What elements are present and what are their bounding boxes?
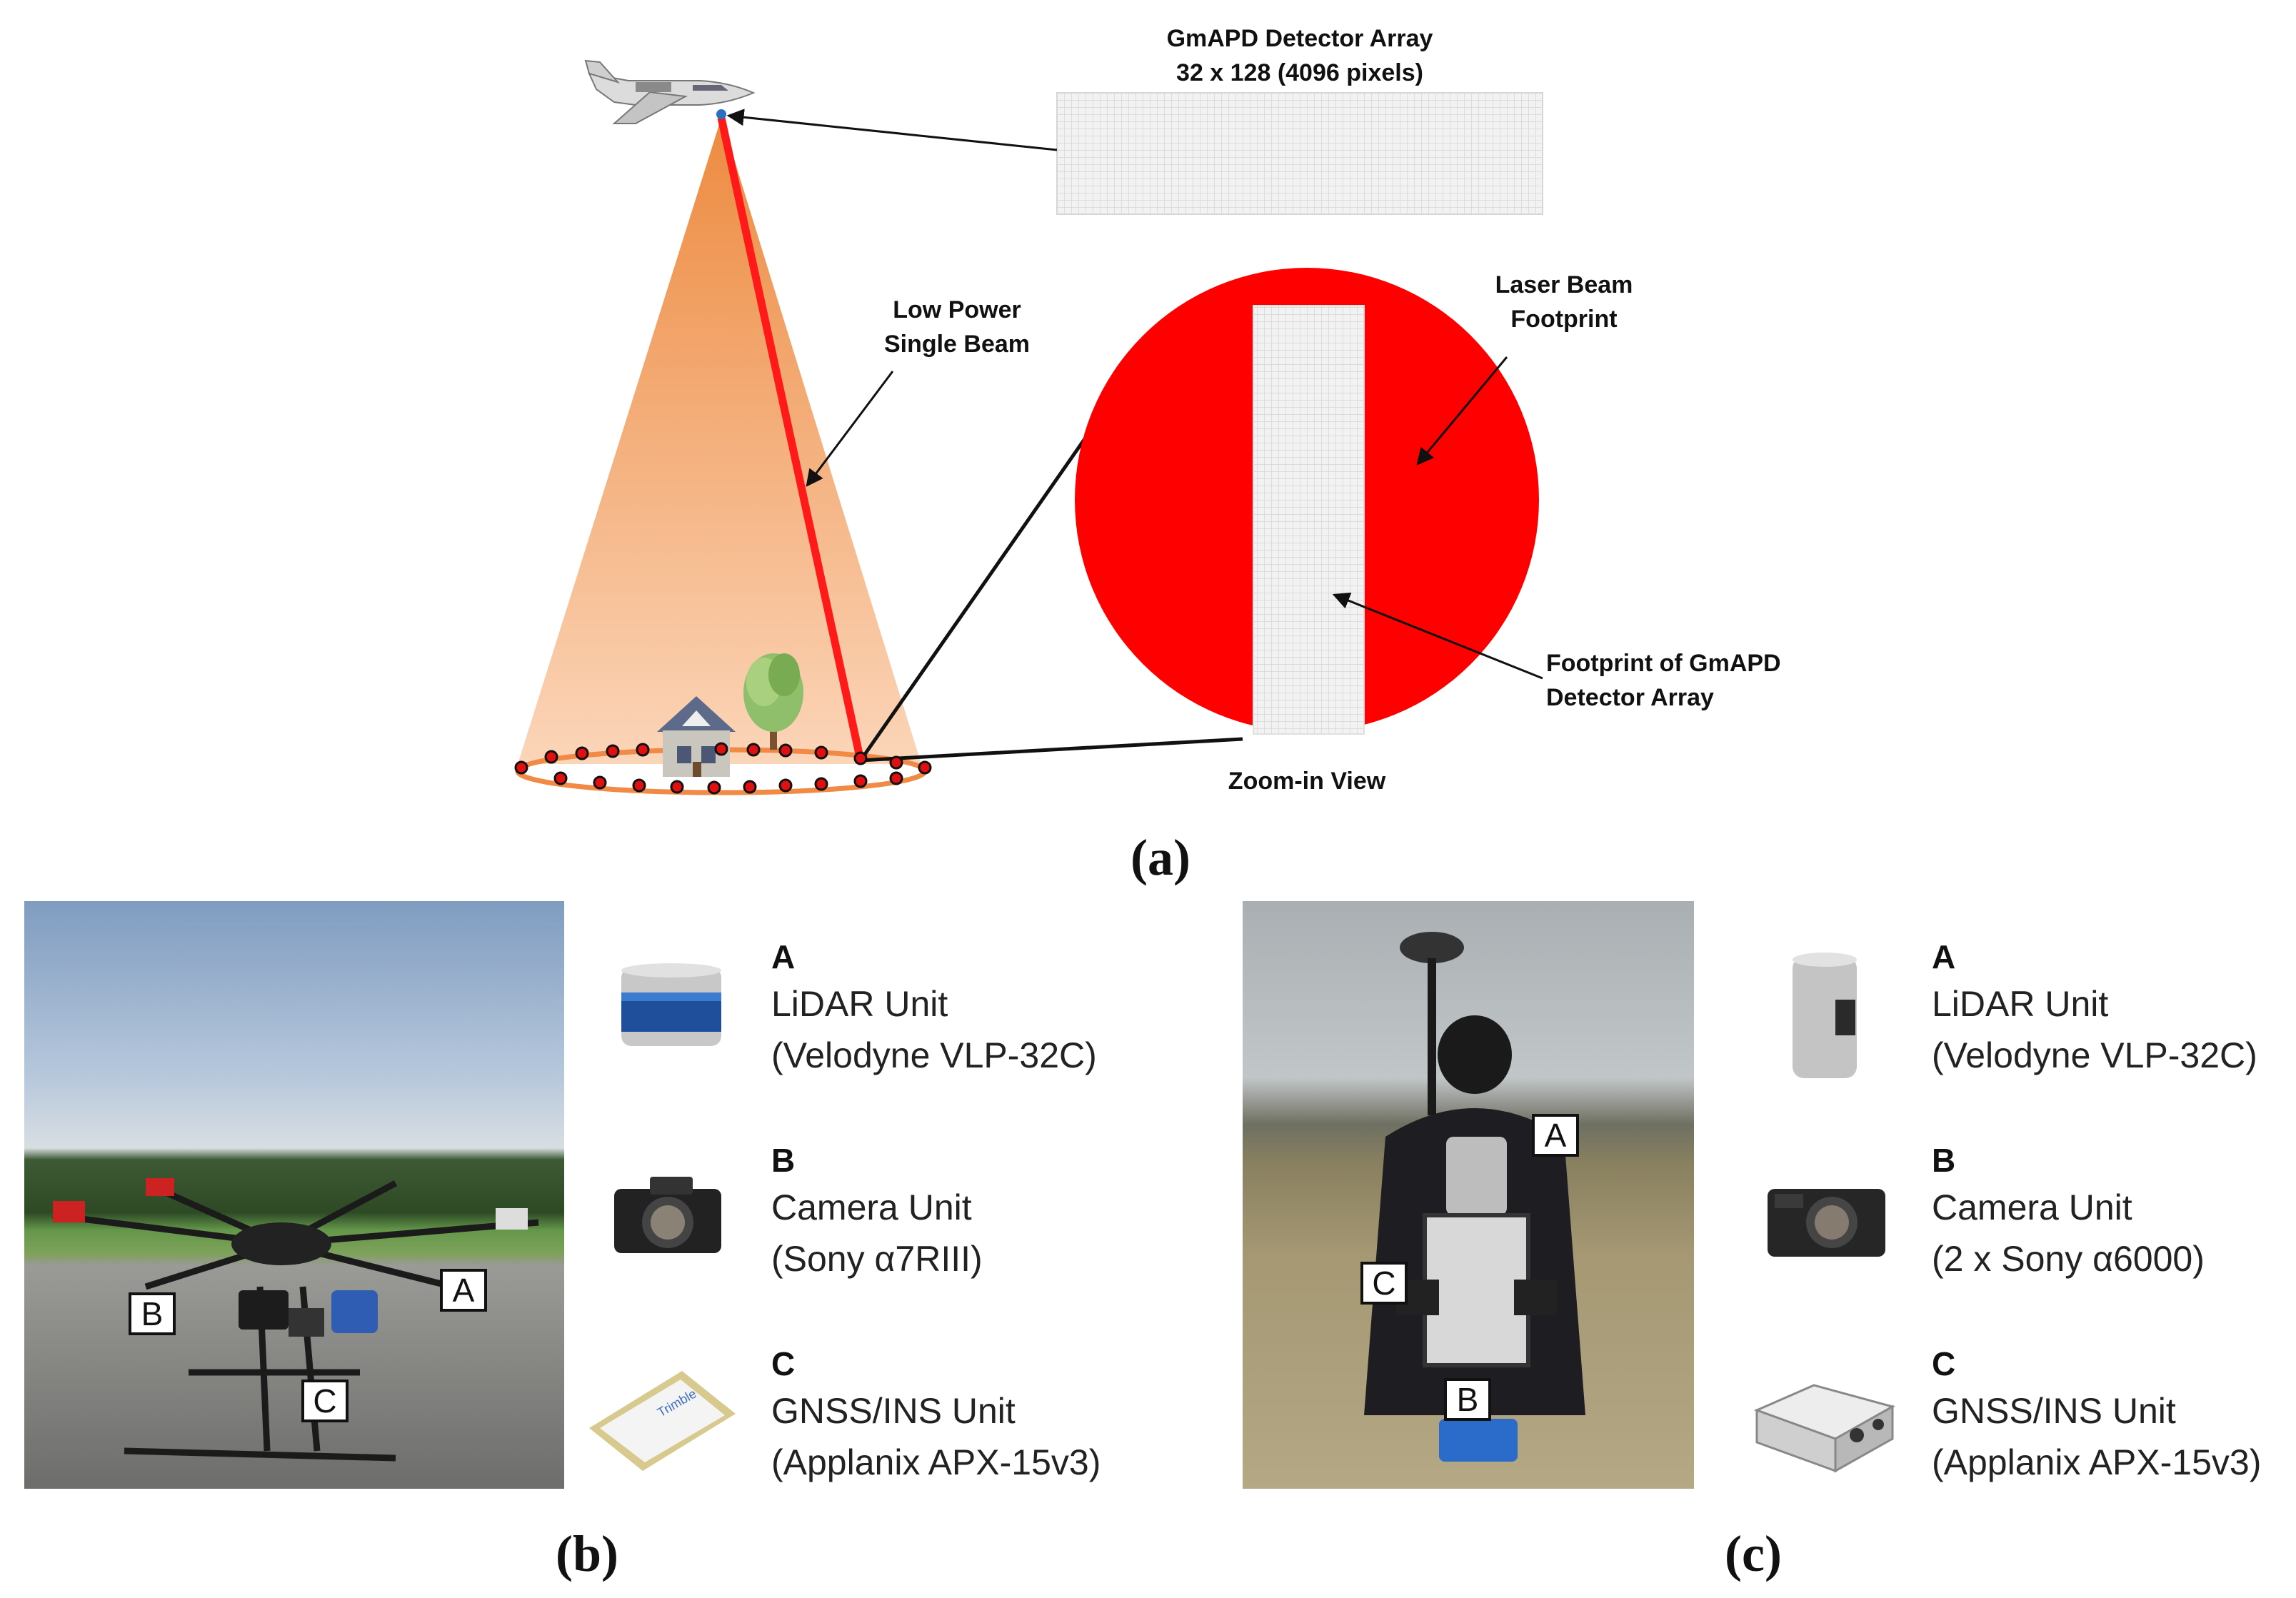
footprint-label-line2: Footprint: [1510, 306, 1618, 333]
backpack-tag-c: C: [1360, 1262, 1408, 1305]
detector-pointer: [726, 109, 1058, 151]
legend-c-b-letter: B: [1932, 1142, 1956, 1179]
sensor-point: [716, 109, 726, 119]
array-footprint-line2: Detector Array: [1546, 684, 1714, 711]
drone-photo: A B C: [24, 901, 564, 1489]
caption-a: (a): [1131, 829, 1190, 886]
single-beam-line: [717, 116, 865, 762]
beam-label-arrow: [806, 371, 894, 487]
zoom-line-lower: [860, 737, 1243, 763]
footprint-label-line1: Laser Beam: [1495, 271, 1633, 298]
legend-b-a-letter: A: [771, 938, 796, 975]
drone-tag-c: C: [301, 1380, 349, 1422]
detector-array-grid: [1056, 92, 1543, 215]
legend-c-a-letter: A: [1932, 938, 1956, 975]
legend-c-a-line1: LiDAR Unit: [1932, 984, 2109, 1024]
legend-c-b-line2: (2 x Sony α6000): [1932, 1239, 2205, 1279]
legend-b-a-line1: LiDAR Unit: [771, 984, 948, 1024]
panel-a-diagram: [514, 59, 1543, 795]
gnss-board-icon: Trimble: [575, 1357, 746, 1485]
backpack-photo: A B C: [1243, 901, 1694, 1489]
legend-b-c-line1: GNSS/INS Unit: [771, 1391, 1016, 1431]
caption-c: (c): [1725, 1525, 1782, 1582]
legend-b-b-line1: Camera Unit: [771, 1187, 972, 1227]
legend-c-c-line1: GNSS/INS Unit: [1932, 1391, 2176, 1431]
legend-b-c-line2: (Applanix APX-15v3): [771, 1442, 1101, 1482]
lidar-unit-icon: [1785, 950, 1864, 1085]
legend-c-a-line2: (Velodyne VLP-32C): [1932, 1035, 2257, 1075]
backpack-tag-a: A: [1532, 1114, 1579, 1157]
scan-cone: [518, 118, 921, 764]
detector-title: GmAPD Detector Array: [1166, 25, 1433, 52]
beam-label-line1: Low Power: [893, 296, 1021, 323]
array-footprint-line1: Footprint of GmAPD: [1546, 650, 1781, 677]
legend-b-a-line2: (Velodyne VLP-32C): [771, 1035, 1097, 1075]
camera-icon: [1764, 1178, 1889, 1260]
legend-b-c-letter: C: [771, 1345, 796, 1382]
drone-tag-b: B: [129, 1292, 176, 1335]
drone-tag-a: A: [440, 1269, 487, 1312]
beam-label-line2: Single Beam: [883, 331, 1031, 358]
drone-lidar: [331, 1290, 378, 1333]
gnss-board-icon: [1750, 1367, 1900, 1474]
array-footprint-rect: [1253, 305, 1365, 735]
lidar-unit-icon: [614, 960, 728, 1057]
footprint-label-arrow: [1416, 356, 1508, 466]
zoom-label: Zoom-in View: [1228, 768, 1386, 795]
backpack-illustration: [1364, 932, 1585, 1462]
caption-b: (b): [556, 1525, 618, 1582]
legend-c-b-line1: Camera Unit: [1932, 1187, 2132, 1227]
backpack-lidar: [1446, 1137, 1507, 1215]
legend-b-b-letter: B: [771, 1142, 796, 1179]
legend-b-b-line2: (Sony α7RIII): [771, 1239, 983, 1279]
scan-points: [514, 742, 932, 795]
drone-illustration: [52, 1178, 539, 1462]
tree-icon: [743, 653, 803, 750]
detector-subtitle: 32 x 128 (4096 pixels): [1176, 59, 1423, 86]
array-footprint-arrow: [1332, 592, 1543, 680]
airplane-icon: [584, 59, 756, 124]
legend-c-c-line2: (Applanix APX-15v3): [1932, 1442, 2262, 1482]
backpack-tag-b: B: [1444, 1378, 1491, 1421]
camera-icon: [611, 1171, 725, 1257]
drone-gnss: [289, 1308, 324, 1337]
legend-c-c-letter: C: [1932, 1345, 1956, 1382]
zoom-line-upper: [858, 406, 1109, 762]
panel-a: GmAPD Detector Array 32 x 128 (4096 pixe…: [514, 25, 1781, 886]
drone-camera: [239, 1290, 289, 1330]
